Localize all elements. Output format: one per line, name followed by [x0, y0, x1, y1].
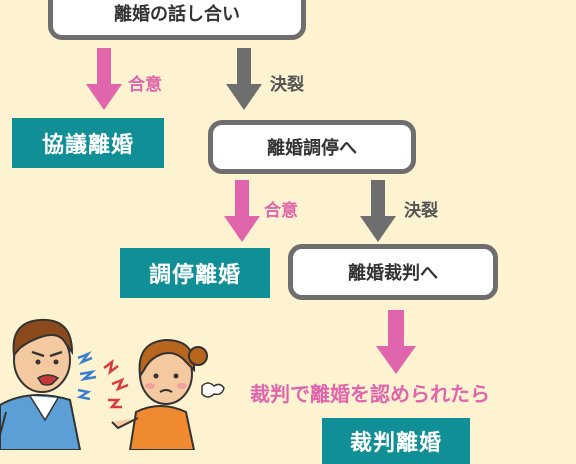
box-divorce-discussion: 離婚の話し合い — [48, 0, 306, 40]
box-mediation-label: 離婚調停へ — [267, 138, 357, 159]
agree-label-1: 合意 — [128, 75, 162, 95]
gray-arrow-down-icon — [360, 180, 396, 242]
box-mediation: 離婚調停へ — [208, 120, 416, 174]
outcome-consensual-divorce-label: 協議離婚 — [41, 133, 134, 158]
breakdown-label-1: 決裂 — [270, 75, 304, 95]
outcome-judicial-divorce-label: 裁判離婚 — [349, 431, 442, 456]
agree-label-2: 合意 — [264, 201, 298, 221]
outcome-judicial-divorce: 裁判離婚 — [322, 418, 470, 464]
outcome-consensual-divorce: 協議離婚 — [12, 118, 164, 168]
gray-arrow-down-icon — [226, 48, 262, 110]
outcome-mediation-divorce: 調停離婚 — [120, 248, 270, 298]
pink-arrow-down-icon — [86, 48, 122, 110]
pink-arrow-down-icon — [224, 180, 260, 242]
breakdown-label-2: 決裂 — [404, 201, 438, 221]
pink-arrow-down-icon — [376, 310, 416, 374]
box-divorce-discussion-label: 離婚の話し合い — [114, 4, 240, 25]
outcome-mediation-divorce-label: 調停離婚 — [148, 263, 241, 288]
box-trial: 離婚裁判へ — [288, 244, 498, 300]
box-trial-label: 離婚裁判へ — [348, 263, 438, 284]
arguing-couple-illustration — [0, 318, 225, 450]
trial-caption: 裁判で離婚を認められたら — [250, 382, 490, 406]
